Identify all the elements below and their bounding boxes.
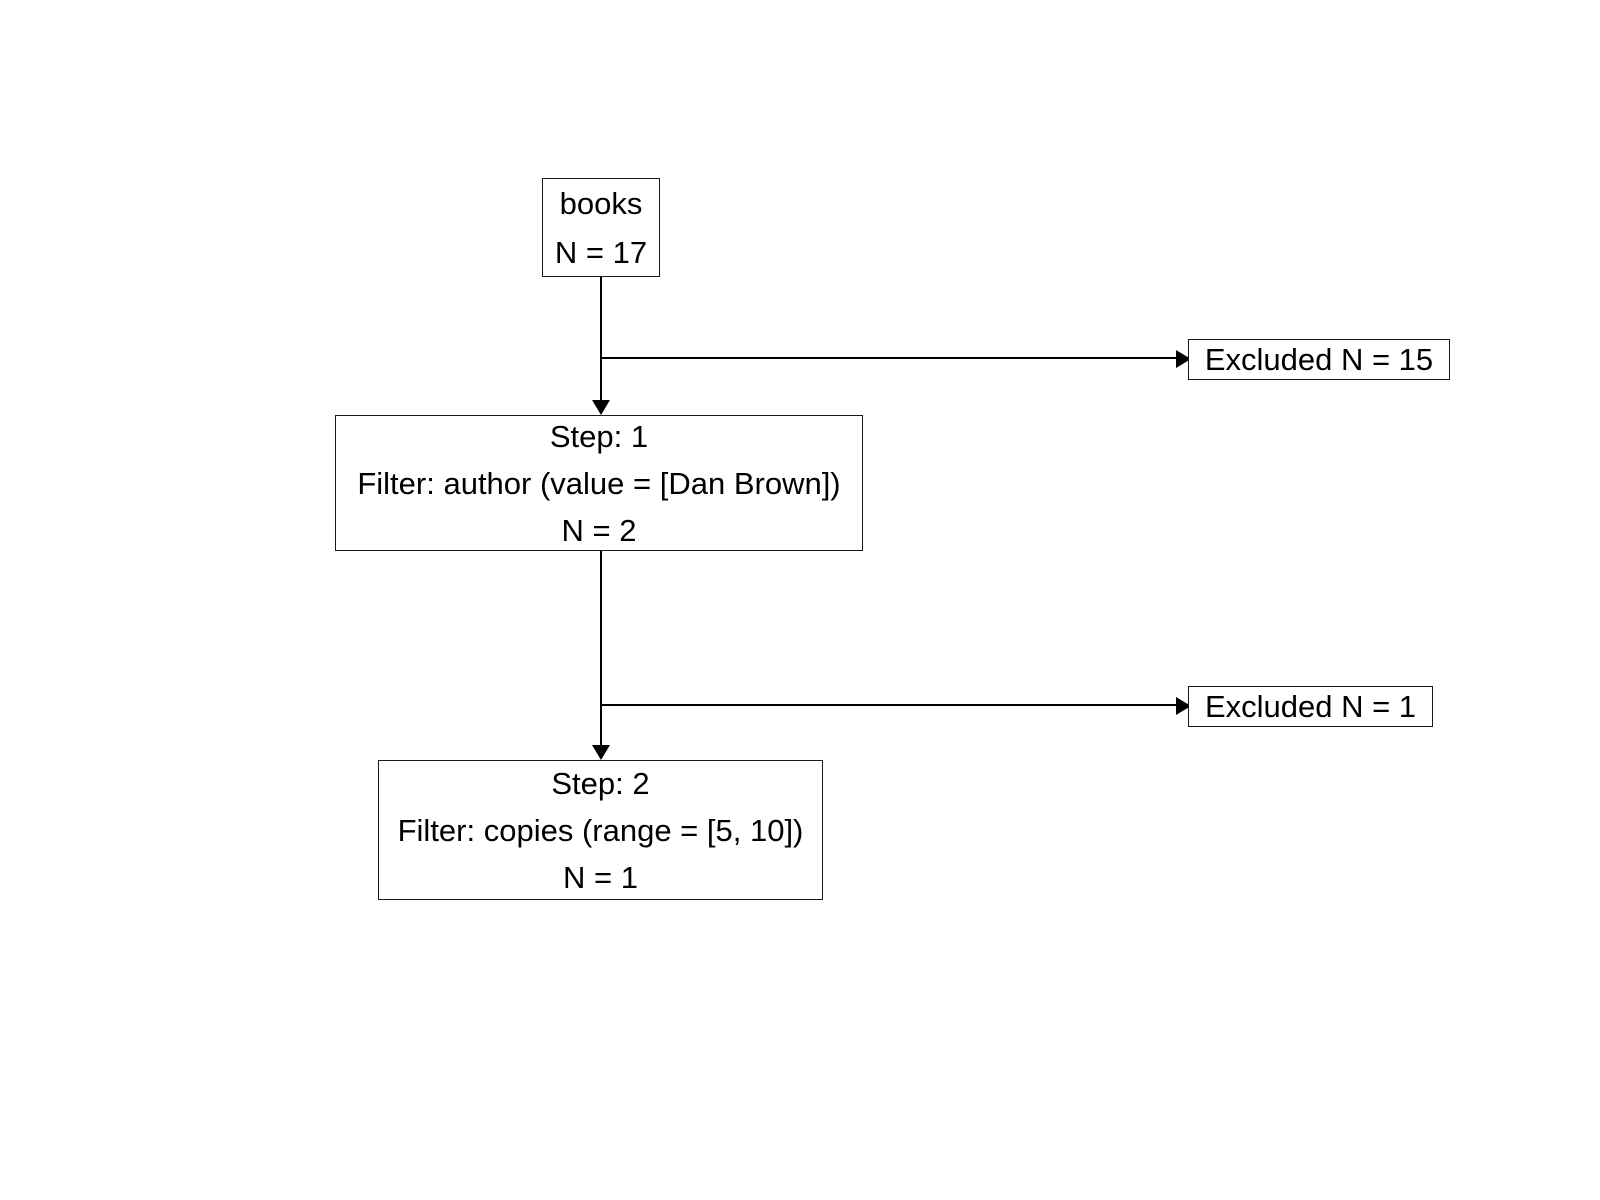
- step-2-count-label: N = 1: [563, 859, 638, 895]
- step-2-filter-label: Filter: copies (range = [5, 10]): [397, 812, 804, 848]
- excluded-2-label: Excluded N = 1: [1204, 689, 1417, 724]
- connector-source-to-excluded1: [601, 357, 1191, 360]
- arrowhead-step1-to-step2: [592, 745, 610, 760]
- source-dataset-name: books: [559, 185, 643, 221]
- arrowhead-step1-to-excluded2: [1176, 697, 1191, 715]
- step-1-filter-label: Filter: author (value = [Dan Brown]): [357, 465, 841, 501]
- excluded-1-label: Excluded N = 15: [1204, 342, 1434, 377]
- connector-source-to-step1: [600, 277, 603, 403]
- node-excluded-1: Excluded N = 15: [1188, 339, 1450, 380]
- source-dataset-count: N = 17: [554, 234, 648, 270]
- arrowhead-source-to-excluded1: [1176, 350, 1191, 368]
- step-2-step-label: Step: 2: [551, 765, 650, 801]
- step-1-count-label: N = 2: [561, 512, 637, 548]
- node-step-2: Step: 2 Filter: copies (range = [5, 10])…: [378, 760, 823, 900]
- arrowhead-source-to-step1: [592, 400, 610, 415]
- step-1-step-label: Step: 1: [549, 418, 649, 454]
- connector-step1-to-excluded2: [601, 704, 1191, 707]
- node-source-dataset: books N = 17: [542, 178, 660, 277]
- node-step-1: Step: 1 Filter: author (value = [Dan Bro…: [335, 415, 863, 551]
- node-excluded-2: Excluded N = 1: [1188, 686, 1433, 727]
- connector-step1-to-step2: [600, 551, 603, 747]
